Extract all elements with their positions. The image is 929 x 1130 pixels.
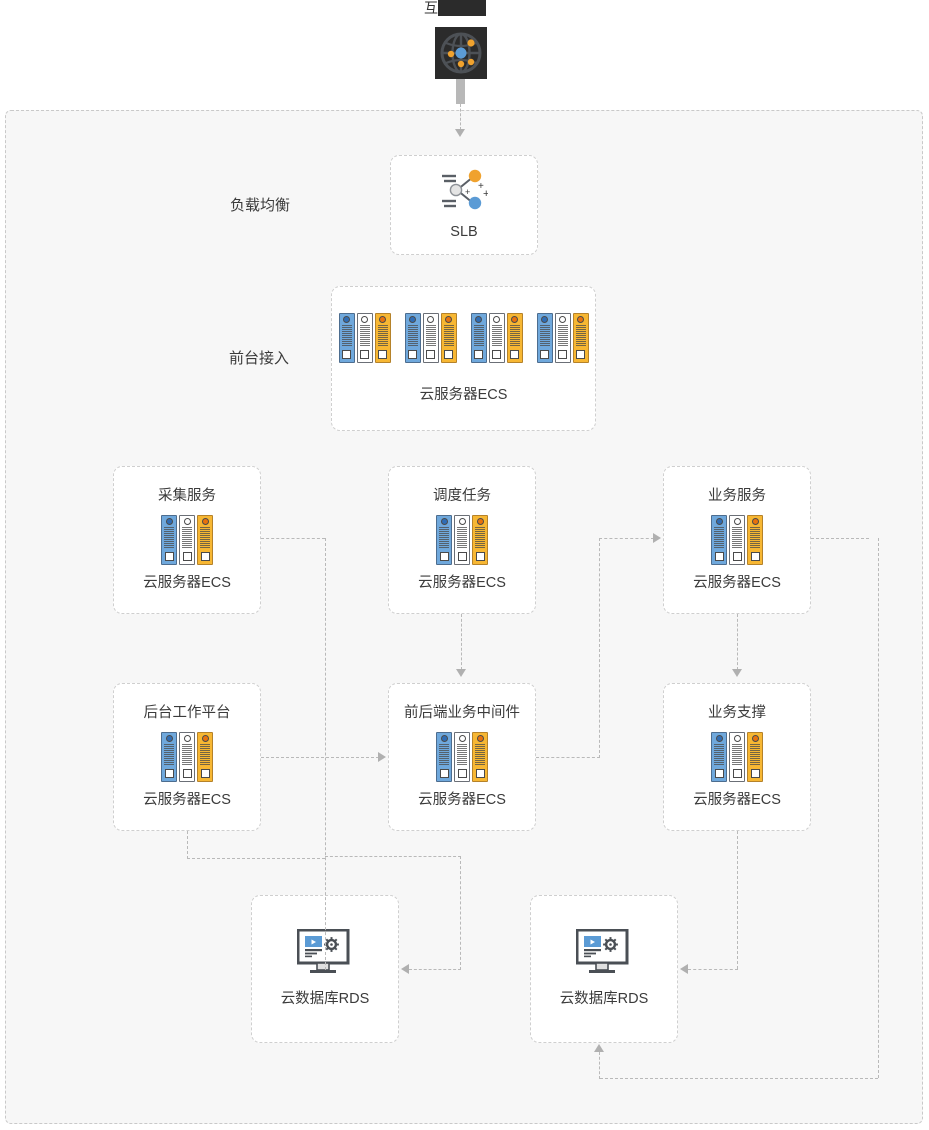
node-ecs-cluster-caption: 云服务器ECS: [419, 386, 508, 403]
edge-backend-to-middleware: [261, 757, 379, 758]
server-rack-icon: [711, 514, 763, 565]
edge-internet-slb: [460, 104, 461, 130]
node-slb-caption: SLB: [450, 224, 478, 241]
edge-middleware-to-business-service-seg1: [536, 757, 600, 758]
node-business-support-caption: 云服务器ECS: [693, 791, 781, 808]
cloud-region: [5, 110, 923, 1124]
rds-monitor-icon: [296, 928, 353, 975]
section-label-frontend-access: 前台接入: [229, 350, 290, 367]
svg-text:+: +: [465, 187, 470, 197]
server-rack-icon: [161, 514, 213, 565]
edge-middleware-to-business-service-seg3: [599, 538, 654, 539]
server-rack-icon: [404, 312, 457, 363]
node-schedule-task[interactable]: 调度任务 云服务器ECS: [388, 466, 536, 614]
edge-internet-slb-arrowhead: [455, 129, 465, 137]
server-rack-icon: [436, 514, 488, 565]
node-rds-right-caption: 云数据库RDS: [559, 991, 649, 1008]
edge-right-loop-seg3: [600, 1078, 878, 1079]
edge-collect-to-rds-left-seg5: [325, 856, 461, 857]
node-backend-platform-title: 后台工作平台: [143, 705, 231, 722]
node-business-support-title: 业务支撑: [708, 705, 766, 722]
server-rack-icon: [470, 312, 523, 363]
node-collect-service-caption: 云服务器ECS: [143, 574, 231, 591]
edge-business-service-to-support: [737, 614, 738, 670]
edge-right-loop-seg1: [811, 538, 869, 539]
edge-support-to-rds-right-seg2: [688, 969, 738, 970]
internet-globe-icon: [435, 27, 487, 79]
node-schedule-task-title: 调度任务: [433, 488, 491, 505]
edge-middleware-to-business-service-arrowhead: [653, 533, 661, 543]
node-schedule-task-caption: 云服务器ECS: [418, 574, 506, 591]
edge-right-loop-arrowhead: [594, 1044, 604, 1052]
server-rack-icon: [436, 731, 488, 782]
edge-backend-loop-seg2: [187, 858, 325, 859]
edge-collect-to-rds-left-arrowhead: [401, 964, 409, 974]
svg-text:+: +: [483, 188, 488, 200]
rds-monitor-icon: [575, 928, 632, 975]
slb-icon: + + +: [440, 168, 489, 212]
server-rack-icon: [711, 731, 763, 782]
edge-middleware-to-business-service-seg2: [599, 538, 600, 758]
node-backend-platform[interactable]: 后台工作平台 云服务器ECS: [113, 683, 261, 831]
node-collect-service[interactable]: 采集服务 云服务器ECS: [113, 466, 261, 614]
node-middleware-title: 前后端业务中间件: [404, 705, 520, 722]
node-business-service[interactable]: 业务服务 云服务器ECS: [663, 466, 811, 614]
node-middleware-caption: 云服务器ECS: [418, 791, 506, 808]
redaction-block: [438, 0, 486, 16]
edge-schedule-to-middleware-arrowhead: [456, 669, 466, 677]
node-backend-platform-caption: 云服务器ECS: [143, 791, 231, 808]
edge-collect-to-rds-left-seg4: [460, 856, 461, 970]
section-label-load-balance: 负载均衡: [230, 197, 291, 214]
edge-backend-loop-seg1: [187, 831, 188, 859]
node-middleware[interactable]: 前后端业务中间件 云服务器ECS: [388, 683, 536, 831]
server-rack-icon: [338, 312, 391, 363]
edge-collect-to-rds-left-seg2: [325, 538, 326, 970]
edge-support-to-rds-right-arrowhead: [680, 964, 688, 974]
node-business-service-caption: 云服务器ECS: [693, 574, 781, 591]
internet-connector-stub: [456, 79, 465, 104]
server-rack-icon: [536, 312, 589, 363]
edge-collect-to-rds-left-seg3: [409, 969, 461, 970]
node-business-service-title: 业务服务: [708, 488, 766, 505]
edge-right-loop-seg2: [878, 538, 879, 1078]
server-rack-group: [338, 312, 589, 363]
node-rds-left-caption: 云数据库RDS: [280, 991, 370, 1008]
edge-support-to-rds-right-seg1: [737, 831, 738, 969]
node-ecs-cluster[interactable]: 云服务器ECS: [331, 286, 596, 431]
edge-business-service-to-support-arrowhead: [732, 669, 742, 677]
svg-text:+: +: [478, 181, 484, 192]
node-rds-right[interactable]: 云数据库RDS: [530, 895, 678, 1043]
node-business-support[interactable]: 业务支撑 云服务器ECS: [663, 683, 811, 831]
edge-schedule-to-middleware: [461, 614, 462, 670]
server-rack-icon: [161, 731, 213, 782]
edge-right-loop-seg4: [599, 1052, 600, 1079]
edge-backend-to-middleware-arrowhead: [378, 752, 386, 762]
edge-collect-to-rds-left-seg1: [261, 538, 325, 539]
node-collect-service-title: 采集服务: [158, 488, 216, 505]
internet-label: 互联网: [424, 0, 500, 18]
node-slb[interactable]: + + + SLB: [390, 155, 538, 255]
